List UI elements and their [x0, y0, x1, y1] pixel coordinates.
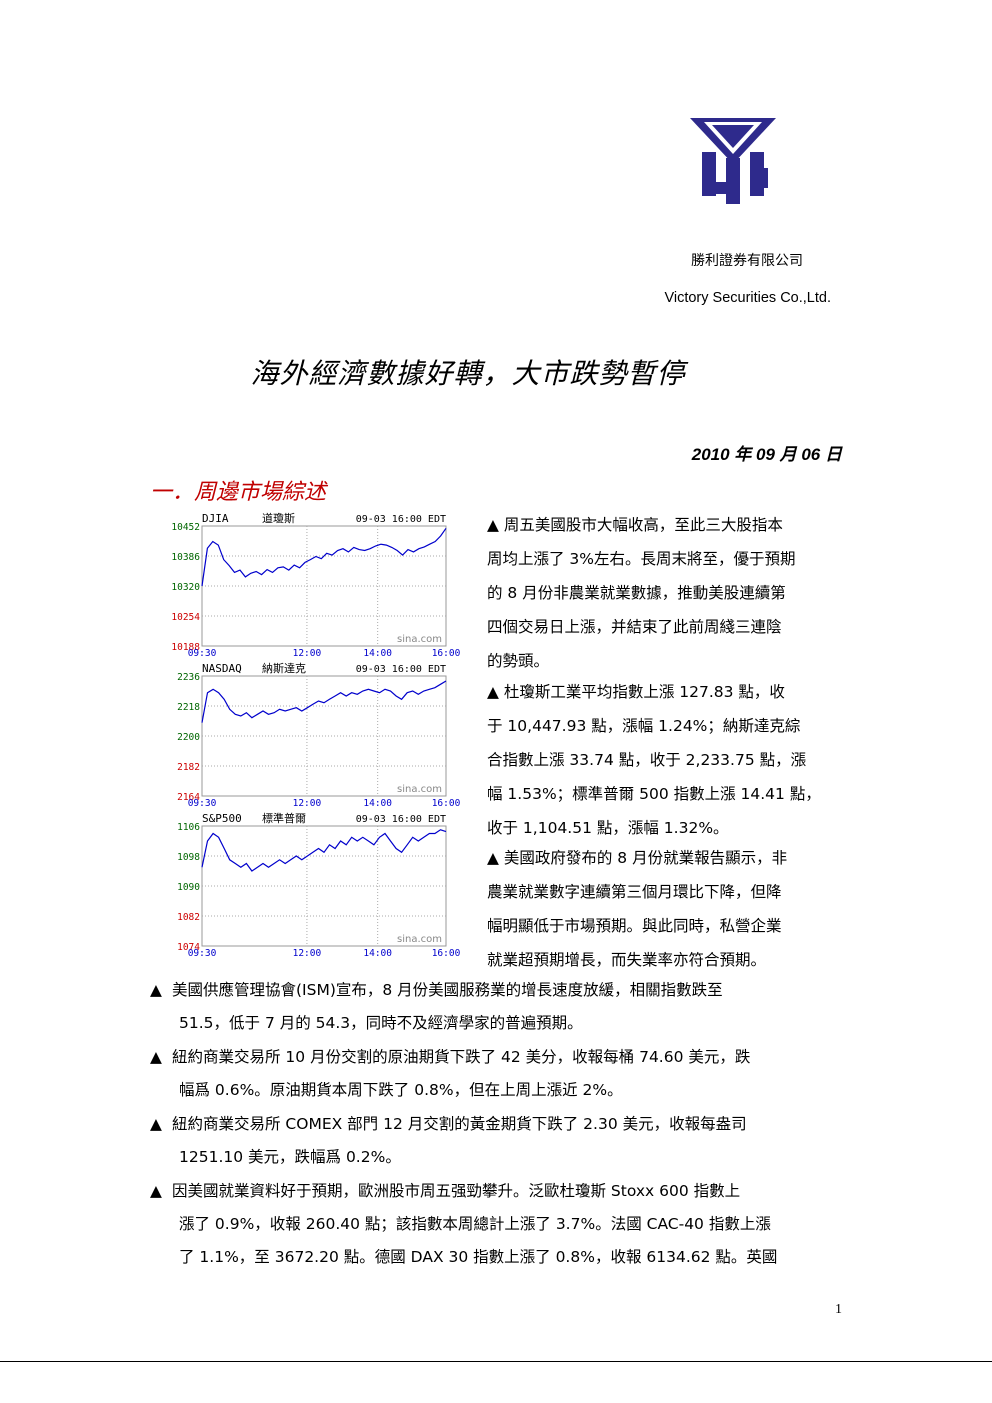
djia-chart-svg: DJIA 道瓊斯 09-03 16:00 EDT 10452 10386 10320 102…	[171, 511, 461, 659]
bullet-ism: ▲ 美國供應管理協會(ISM)宣布，8 月份美國服務業的增長速度放緩，相關指數跌至…	[150, 974, 843, 1040]
y-tick-label: 10452	[171, 522, 200, 533]
x-tick-label: 14:00	[363, 798, 392, 809]
timestamp-label: 09-03 16:00 EDT	[356, 664, 446, 675]
index-price-line	[201, 680, 447, 723]
footer-divider	[0, 1361, 992, 1362]
y-tick-label: 2200	[177, 732, 200, 743]
x-tick-label: 12:00	[293, 798, 322, 809]
timestamp-label: 09-03 16:00 EDT	[356, 814, 446, 825]
paragraph-line: 收于 1,104.51 點，漲幅 1.32%。	[487, 819, 729, 837]
plot-area	[201, 825, 447, 947]
y-tick-label: 10320	[171, 582, 200, 593]
y-tick-label: 1082	[177, 912, 200, 923]
bullet-text: 幅爲 0.6%。原油期貨本周下跌了 0.8%，但在上周上漲近 2%。	[179, 1081, 623, 1099]
x-tick-label: 09:30	[188, 648, 217, 659]
x-tick-label: 14:00	[363, 948, 392, 959]
bullet-triangle-icon: ▲	[150, 1115, 162, 1133]
paragraph-line: ▲ 杜瓊斯工業平均指數上漲 127.83 點，收	[487, 683, 785, 701]
index-code-label: S&P500	[202, 812, 242, 825]
bullet-europe: ▲ 因美國就業資料好于預期，歐洲股市周五强勁攀升。泛歐杜瓊斯 Stoxx 600 …	[150, 1175, 843, 1274]
bullet-text: 因美國就業資料好于預期，歐洲股市周五强勁攀升。泛歐杜瓊斯 Stoxx 600 指…	[172, 1182, 741, 1200]
y-tick-label: 2182	[177, 762, 200, 773]
watermark-label: sina.com	[397, 934, 442, 945]
x-tick-label: 09:30	[188, 798, 217, 809]
index-price-line	[201, 527, 447, 587]
report-title: 海外經濟數據好轉，大市跌勢暫停	[250, 357, 686, 390]
paragraph-line: 幅 1.53%；標準普爾 500 指數上漲 14.41 點，	[487, 785, 821, 803]
plot-area	[201, 675, 447, 797]
bullet-triangle-icon: ▲	[150, 1182, 162, 1200]
bullet-triangle-icon: ▲	[150, 981, 162, 999]
index-name-label: 標準普爾	[262, 811, 306, 825]
paragraph-line: 合指數上漲 33.74 點，收于 2,233.75 點，漲	[487, 751, 807, 769]
y-tick-label: 2236	[177, 672, 200, 683]
x-tick-label: 14:00	[363, 648, 392, 659]
page-number: 1	[835, 1302, 842, 1317]
x-tick-label: 12:00	[293, 648, 322, 659]
bullet-crude-oil: ▲ 紐約商業交易所 10 月份交割的原油期貨下跌了 42 美分，收報每桶 74.6…	[150, 1041, 843, 1107]
index-name-label: 道瓊斯	[262, 511, 295, 525]
bullet-text: 美國供應管理協會(ISM)宣布，8 月份美國服務業的增長速度放緩，相關指數跌至	[172, 981, 723, 999]
index-name-label: 納斯達克	[262, 662, 306, 675]
paragraph-line: 就業超預期增長，而失業率亦符合預期。	[487, 951, 767, 969]
djia-chart: DJIA 道瓊斯 09-03 16:00 EDT 10452 10386 10320 102…	[156, 510, 468, 662]
paragraph-line: 的 8 月份非農業就業數據，推動美股連續第	[487, 584, 786, 602]
paragraph-line: 幅明顯低于市場預期。與此同時，私營企業	[487, 917, 782, 935]
paragraph-line: 的勢頭。	[487, 652, 550, 670]
section-heading: 一．周邊市場綜述	[150, 480, 327, 505]
x-tick-label: 09:30	[188, 948, 217, 959]
sp500-chart: S&P500 標準普爾 09-03 16:00 EDT 1106 1098 1090 108…	[156, 810, 468, 962]
y-tick-label: 2218	[177, 702, 200, 713]
bullet-text: 1251.10 美元，跌幅爲 0.2%。	[179, 1148, 401, 1166]
sp500-chart-svg: S&P500 標準普爾 09-03 16:00 EDT 1106 1098 1090 108…	[177, 811, 461, 959]
x-tick-label: 16:00	[432, 798, 461, 809]
y-tick-label: 10386	[171, 552, 200, 563]
index-code-label: NASDAQ	[202, 662, 242, 675]
bullet-gold: ▲ 紐約商業交易所 COMEX 部門 12 月交割的黃金期貨下跌了 2.30 美元…	[150, 1108, 843, 1174]
report-date: 2010 年 09 月 06 日	[691, 445, 842, 464]
y-tick-label: 1090	[177, 882, 200, 893]
x-tick-label: 16:00	[432, 948, 461, 959]
employment-report-paragraph: ▲ 美國政府發布的 8 月份就業報告顯示，非 農業就業數字連續第三個月環比下降，…	[487, 841, 843, 977]
bullet-triangle-icon: ▲	[150, 1048, 162, 1066]
y-tick-label: 2164	[177, 792, 200, 803]
paragraph-line: ▲ 周五美國股市大幅收高，至此三大股指本	[487, 516, 783, 534]
y-tick-label: 1098	[177, 852, 200, 863]
y-tick-label: 10254	[171, 612, 200, 623]
watermark-label: sina.com	[397, 784, 442, 795]
victory-securities-logo	[690, 118, 776, 204]
bullet-text: 紐約商業交易所 10 月份交割的原油期貨下跌了 42 美分，收報每桶 74.60…	[172, 1048, 751, 1066]
y-tick-label: 1074	[177, 942, 200, 953]
paragraph-line: ▲ 美國政府發布的 8 月份就業報告顯示，非	[487, 849, 788, 867]
bullet-text: 51.5，低于 7 月的 54.3，同時不及經濟學家的普遍預期。	[179, 1014, 583, 1032]
company-name-chinese: 勝利證券有限公司	[691, 253, 803, 269]
bullet-text: 了 1.1%，至 3672.20 點。德國 DAX 30 指數上漲了 0.8%，…	[179, 1248, 778, 1266]
y-tick-label: 10188	[171, 642, 200, 653]
company-name-english: Victory Securities Co.,Ltd.	[664, 290, 831, 306]
nasdaq-chart: NASDAQ 納斯達克 09-03 16:00 EDT 2236 2218 2200 218…	[156, 660, 468, 812]
index-code-label: DJIA	[202, 512, 229, 525]
bullet-text: 漲了 0.9%，收報 260.40 點；該指數本周總計上漲了 3.7%。法國 C…	[179, 1215, 771, 1233]
paragraph-line: 四個交易日上漲，并結束了此前周綫三連陰	[487, 618, 782, 636]
bullet-text: 紐約商業交易所 COMEX 部門 12 月交割的黃金期貨下跌了 2.30 美元，…	[172, 1115, 747, 1133]
watermark-label: sina.com	[397, 634, 442, 645]
paragraph-line: 農業就業數字連續第三個月環比下降，但降	[487, 883, 782, 901]
x-tick-label: 16:00	[432, 648, 461, 659]
y-tick-label: 1106	[177, 822, 200, 833]
nasdaq-chart-svg: NASDAQ 納斯達克 09-03 16:00 EDT 2236 2218 2200 218…	[177, 662, 461, 809]
index-performance-paragraph: ▲ 杜瓊斯工業平均指數上漲 127.83 點，收 于 10,447.93 點，漲…	[487, 675, 843, 845]
timestamp-label: 09-03 16:00 EDT	[356, 514, 446, 525]
paragraph-line: 于 10,447.93 點，漲幅 1.24%；納斯達克綜	[487, 717, 801, 735]
index-price-line	[201, 829, 447, 872]
paragraph-line: 周均上漲了 3%左右。長周末將至，優于預期	[487, 550, 796, 568]
market-summary-paragraph: ▲ 周五美國股市大幅收高，至此三大股指本 周均上漲了 3%左右。長周末將至，優于…	[487, 508, 843, 678]
x-tick-label: 12:00	[293, 948, 322, 959]
